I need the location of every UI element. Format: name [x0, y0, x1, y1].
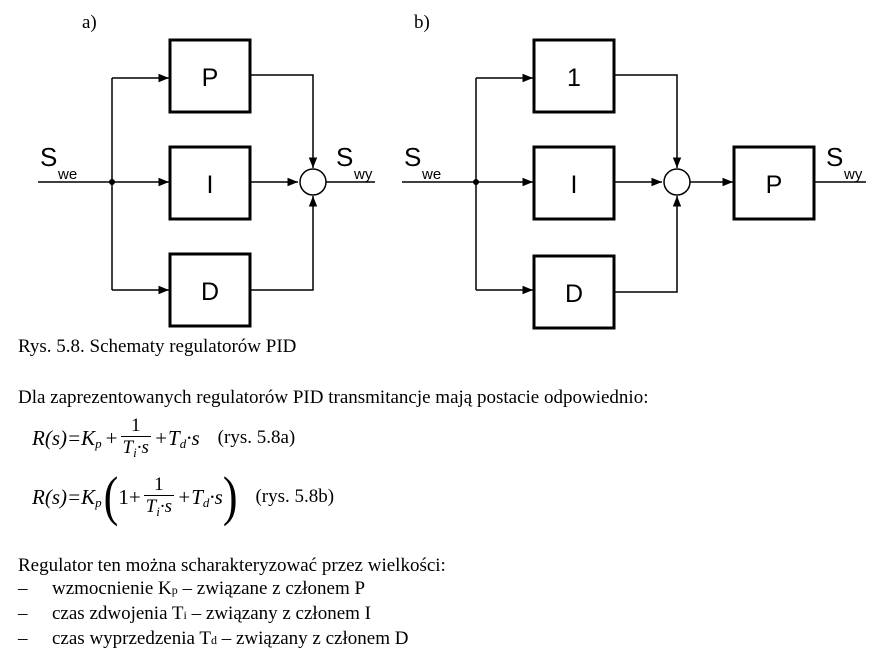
formula-a-td-rest: ·s: [186, 425, 200, 450]
diagram-a-summing-junction: [299, 168, 327, 196]
diagram-b-summing-junction: [663, 168, 691, 196]
diagram-b-output-label: S: [826, 142, 843, 172]
diagram-a-input-sub: we: [57, 166, 77, 183]
diagram-b-block-d-label: D: [565, 280, 583, 308]
diagram-a-block-i-label: I: [207, 171, 214, 199]
param-text: wzmocnienie Kp – związane z członem P: [52, 578, 365, 600]
formula-a-den-sub: i: [133, 445, 137, 460]
param-text: czas wyprzedzenia Td – związany z człone…: [52, 628, 408, 650]
params-intro: Regulator ten można scharakteryzować prz…: [18, 555, 446, 576]
formula-b-td-rest: ·s: [209, 484, 223, 509]
param-item: – wzmocnienie Kp – związane z członem P: [18, 578, 365, 600]
formula-b-one-plus: 1+: [118, 484, 141, 509]
formula-a-fraction: 1 Ti·s: [120, 415, 151, 460]
formula-b-lhs: R(s)=K: [32, 484, 96, 509]
param-text-before: czas wyprzedzenia T: [52, 628, 211, 649]
diagram-b-label: b): [414, 12, 430, 33]
param-dash: –: [18, 603, 28, 624]
param-sub: i: [183, 608, 187, 622]
formula-b-den-rest: ·s: [159, 496, 173, 517]
diagram-b-gain-block: [732, 145, 816, 221]
intro-text: Dla zaprezentowanych regulatorów PID tra…: [18, 387, 649, 408]
param-sub: p: [171, 583, 178, 597]
param-text-after: – związany z członem D: [216, 628, 409, 649]
diagram-b: b) S we S wy 1 I D P: [402, 12, 866, 330]
formula-b-td-sub: d: [202, 495, 210, 510]
diagram-a-p-to-sum: [250, 74, 318, 168]
diagram-b-block-i-label: I: [571, 171, 578, 199]
formula-a-den-t: T: [122, 437, 134, 458]
diagram-b-block-1-label: 1: [567, 64, 581, 92]
param-dash: –: [18, 628, 28, 649]
formula-b-den-sub: i: [156, 504, 160, 519]
formula-a-denominator: Ti·s: [120, 436, 151, 460]
diagram-a-block-i: [168, 145, 252, 221]
formula-b-denominator: Ti·s: [143, 495, 175, 519]
param-text-after: – związane z członem P: [177, 578, 366, 599]
diagram-a-output-label: S: [336, 142, 353, 172]
formula-b-td: +T: [177, 484, 203, 509]
formula-b-left-paren: (: [103, 465, 119, 527]
param-text-after: – związany z członem I: [186, 603, 371, 624]
formula-b-note: (rys. 5.8b): [255, 486, 335, 507]
diagram-a-block-d-label: D: [201, 278, 219, 306]
param-sub: d: [210, 633, 217, 647]
formula-a-note: (rys. 5.8a): [217, 427, 296, 448]
formula-a-td: +T: [153, 425, 180, 450]
diagram-b-block-1: [532, 38, 616, 114]
param-dash: –: [18, 578, 28, 599]
param-item: – czas zdwojenia Ti – związany z członem…: [18, 603, 371, 625]
param-text-before: wzmocnienie K: [52, 578, 172, 599]
diagram-a: a) S we S wy P I D: [38, 12, 375, 328]
formula-a-kp-sub: p: [95, 436, 102, 451]
diagram-b-input-label: S: [404, 142, 421, 172]
diagram-a-block-p-label: P: [202, 64, 219, 92]
param-item: – czas wyprzedzenia Td – związany z czło…: [18, 628, 408, 650]
formula-a-td-sub: d: [179, 436, 187, 451]
diagram-a-d-to-sum: [250, 196, 318, 291]
param-text: czas zdwojenia Ti – związany z członem I: [52, 603, 371, 625]
formula-a-lhs: R(s)=K: [32, 425, 96, 450]
diagram-b-block-i: [532, 145, 616, 221]
diagram-a-label: a): [82, 12, 97, 33]
formula-b-fraction: 1 Ti·s: [143, 474, 175, 519]
diagram-b-input-sub: we: [421, 166, 441, 183]
diagram-a-block-d: [168, 252, 252, 328]
formula-a-plus: +: [105, 425, 118, 450]
formula-b-right-paren: ): [222, 465, 238, 527]
formula-b-numerator: 1: [154, 474, 164, 495]
diagram-a-block-p: [168, 38, 252, 114]
formula-b-kp-sub: p: [95, 495, 102, 510]
diagram-b-1-to-sum: [614, 74, 682, 168]
diagram-a-output-sub: wy: [353, 166, 373, 183]
figure-caption: Rys. 5.8. Schematy regulatorów PID: [18, 336, 297, 357]
diagram-b-output-sub: wy: [843, 166, 863, 183]
formula-a-numerator: 1: [130, 415, 141, 436]
diagram-b-gain-block-label: P: [766, 171, 783, 199]
diagram-b-d-to-sum: [614, 196, 682, 293]
param-text-before: czas zdwojenia T: [52, 603, 184, 624]
formula-b-den-t: T: [145, 496, 157, 517]
formula-a-den-rest: ·s: [136, 437, 149, 458]
pid-block-diagrams: a) S we S wy P I D b) S we S wy: [38, 12, 866, 330]
diagram-b-block-d: [532, 254, 616, 330]
diagram-a-input-label: S: [40, 142, 57, 172]
